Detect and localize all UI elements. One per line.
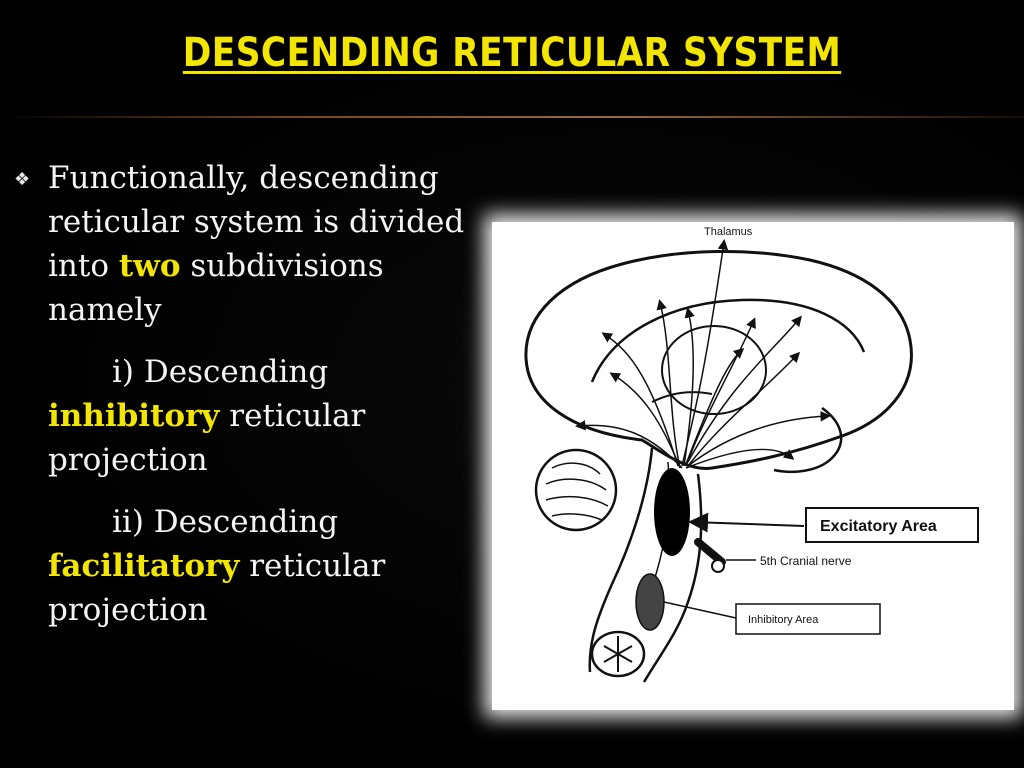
corpus-callosum	[590, 298, 866, 383]
slide-title: DESCENDING RETICULAR SYSTEM	[182, 30, 842, 76]
sub-item-inhibitory: i) Descending inhibitory reticular proje…	[14, 350, 484, 482]
excitatory-pointer	[688, 512, 805, 533]
ascending-projection-arrows	[575, 239, 831, 469]
sub-item-prefix: i) Descending	[112, 354, 329, 390]
excitatory-area-shape	[654, 468, 690, 556]
cerebellum-shape	[534, 448, 618, 532]
thalamus-label: Thalamus	[704, 226, 753, 238]
bullet-list: ❖ Functionally, descending reticular sys…	[14, 156, 484, 632]
brainstem-outline	[588, 447, 654, 673]
inhibitory-pointer	[663, 601, 737, 619]
cranial-nerve-label: 5th Cranial nerve	[760, 554, 852, 568]
spinal-cord-section	[590, 630, 646, 678]
thalamus-shape	[661, 325, 767, 415]
cerebrum-outline	[524, 249, 913, 470]
bullet-text-part-2: subdivisions namely	[48, 248, 384, 328]
diamond-bullet-icon: ❖	[14, 169, 31, 190]
excitatory-label-box	[805, 507, 979, 543]
title-divider	[0, 116, 1024, 118]
bullet-item: ❖ Functionally, descending reticular sys…	[14, 156, 484, 332]
sub-item-facilitatory: ii) Descending facilitatory reticular pr…	[14, 500, 484, 632]
sub-item-highlight-inhibitory: inhibitory	[48, 398, 220, 434]
bullet-highlight-two: two	[118, 248, 181, 284]
inhibitory-label-box	[735, 603, 881, 635]
sub-item-suffix: reticular projection	[48, 548, 386, 628]
brain-diagram-svg: Thalamus Excitatory Area 5th Cranial ner…	[524, 226, 979, 683]
inhibitory-area-label: Inhibitory Area	[748, 614, 819, 626]
brain-diagram: Thalamus Excitatory Area 5th Cranial ner…	[492, 222, 1014, 710]
sub-item-highlight-facilitatory: facilitatory	[48, 548, 240, 584]
sub-item-prefix: ii) Descending	[112, 504, 339, 540]
sub-item-suffix: reticular projection	[48, 398, 366, 478]
bullet-text-part-1: Functionally, descending reticular syste…	[48, 160, 465, 284]
bullet-text: Functionally, descending reticular syste…	[48, 156, 484, 332]
cranial-nerve-shape	[694, 538, 726, 566]
inhibitory-area-shape	[635, 573, 665, 631]
excitatory-area-label: Excitatory Area	[820, 518, 937, 535]
